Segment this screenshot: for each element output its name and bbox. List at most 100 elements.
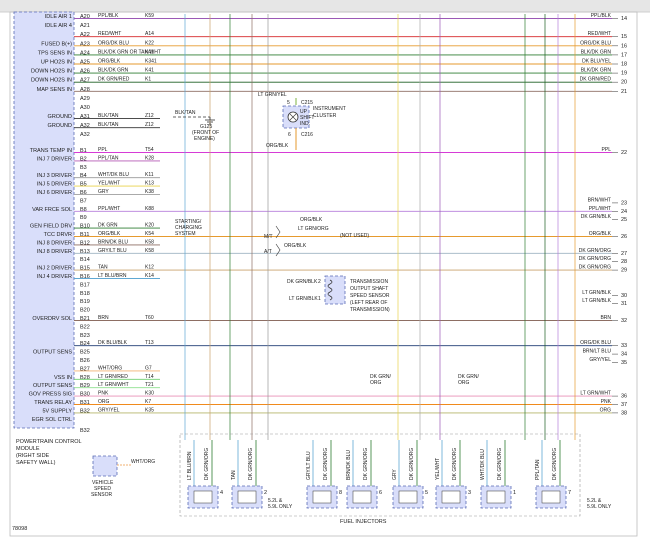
wire-end-color: LT GRN/BLK <box>582 290 611 296</box>
svg-text:(RIGHT SIDE: (RIGHT SIDE <box>16 453 50 459</box>
terminal-number: 14 <box>621 16 627 22</box>
wire-end-color: GRY/YEL <box>589 357 611 363</box>
wire-runs <box>74 14 612 440</box>
pcm-pin-number: B32 <box>80 408 90 414</box>
pcm-pin-function: TPS SENS IN <box>38 50 72 56</box>
wire-color-label: YEL/WHT <box>98 181 120 187</box>
injector-coil-icon <box>352 490 372 504</box>
pcm-pin-number: B19 <box>80 299 90 305</box>
terminal-number: 24 <box>621 209 627 215</box>
pcm-pin-number: B20 <box>80 308 90 314</box>
pcm-pin-number: B8 <box>80 207 87 213</box>
wire-end-color: DK GRN/ORG <box>579 248 611 254</box>
svg-text:5.9L ONLY: 5.9L ONLY <box>268 504 293 510</box>
pcm-pin-number: A21 <box>80 23 90 29</box>
circuit-id: K7 <box>145 399 151 405</box>
pcm-pin-function: INJ 4 DRIVER <box>37 274 72 280</box>
svg-text:CLUSTER: CLUSTER <box>313 113 337 119</box>
svg-text:5.2L &: 5.2L & <box>587 498 602 504</box>
svg-text:6: 6 <box>379 490 382 496</box>
circuit-id: K14 <box>145 273 154 279</box>
svg-text:DK GRN/ORG: DK GRN/ORG <box>323 448 329 480</box>
svg-text:YEL/WHT: YEL/WHT <box>435 458 441 480</box>
engine-size-notes: 5.2L & 5.9L ONLY 5.2L & 5.9L ONLY <box>268 498 612 510</box>
wire-end-color: DK GRN/RED <box>580 77 612 83</box>
svg-text:ORG/BLK: ORG/BLK <box>266 143 289 149</box>
wire-color-label: ORG/BLK <box>98 59 121 65</box>
svg-text:GRY: GRY <box>392 469 398 480</box>
svg-text:2: 2 <box>318 279 321 285</box>
terminal-number: 35 <box>621 360 627 366</box>
transmission-variants: M/T A/T ORG/BLK LT GRN/ORG (NOT USED) OR… <box>264 217 369 257</box>
svg-text:5.9L ONLY: 5.9L ONLY <box>587 504 612 510</box>
pcm-pin-number: B1 <box>80 148 87 154</box>
svg-text:WHT/ORG: WHT/ORG <box>131 459 155 465</box>
wire-end-color: PPL <box>602 147 612 153</box>
pcm-pin-function: INJ 6 DRIVER <box>37 190 72 196</box>
svg-text:DK GRN/ORG: DK GRN/ORG <box>248 448 254 480</box>
circuit-id: K41 <box>145 68 154 74</box>
pcm-pin-function: TCC DRVR <box>44 232 72 238</box>
svg-text:4: 4 <box>220 490 223 496</box>
injector-coil-icon <box>312 490 332 504</box>
wire-end-color: ORG/DK BLU <box>580 40 611 46</box>
svg-text:WHT/DK BLU: WHT/DK BLU <box>480 449 486 480</box>
trans-output-speed-sensor: DK GRN/BLK 2 LT GRN/BLK 1 TRANSMISSION O… <box>287 275 390 313</box>
wire-color-label: BLK/TAN <box>98 113 119 119</box>
terminal-number: 19 <box>621 71 627 77</box>
terminal-number: 25 <box>621 217 627 223</box>
pcm-pin-number: B9 <box>80 215 87 221</box>
wire-color-label: BRN/DK BLU <box>98 239 128 245</box>
wire-end-color: PPL/BLK <box>591 13 612 19</box>
pcm-pin-function: GEN FIELD DRV <box>30 224 72 230</box>
starting-charging-system: STARTING/ CHARGING SYSTEM <box>175 219 202 237</box>
pcm-terminal-a-last: A32 <box>80 132 90 138</box>
circuit-id: Z12 <box>145 122 154 128</box>
terminal-number: 36 <box>621 394 627 400</box>
svg-text:2: 2 <box>264 490 267 496</box>
circuit-id: Z12 <box>145 113 154 119</box>
pcm-pin-function: INJ 2 DRIVER <box>37 266 72 272</box>
circuit-id: G7 <box>145 365 152 371</box>
circuit-id: K58 <box>145 248 154 254</box>
pcm-pin-number: B17 <box>80 282 90 288</box>
injector-coil-icon <box>441 490 461 504</box>
wire-end-color: ORG/DK BLU <box>580 340 611 346</box>
wire-end-color: PNK <box>601 399 612 405</box>
svg-text:UP: UP <box>300 109 308 115</box>
injector-feed-labels: DK GRN/ ORG DK GRN/ ORG <box>370 374 479 386</box>
wire-color-label: DK GRN <box>98 223 118 229</box>
svg-text:DK GRN/BLK: DK GRN/BLK <box>287 279 318 285</box>
pcm-pin-number: A25 <box>80 60 90 66</box>
svg-text:POWERTRAIN CONTROL: POWERTRAIN CONTROL <box>16 439 82 445</box>
svg-text:(LEFT REAR OF: (LEFT REAR OF <box>350 300 387 306</box>
wire-end-color: ORG <box>600 407 612 413</box>
circuit-id: T54 <box>145 147 154 153</box>
svg-text:DK GRN/ORG: DK GRN/ORG <box>497 448 503 480</box>
wire-color-label: WHT/ORG <box>98 365 122 371</box>
pcm-pin-function: FUSED B(+) <box>41 41 72 47</box>
wire-color-label: TAN <box>98 265 108 271</box>
terminal-number: 18 <box>621 62 627 68</box>
terminal-number: 20 <box>621 80 627 86</box>
circuit-id: K11 <box>145 172 154 178</box>
pcm-pin-function: OUTPUT SENS <box>33 383 72 389</box>
pcm-pin-number: B28 <box>80 375 90 381</box>
svg-text:ORG/BLK: ORG/BLK <box>300 217 323 223</box>
svg-text:LT GRN/YEL: LT GRN/YEL <box>258 92 287 98</box>
terminal-number: 23 <box>621 200 627 206</box>
pcm-pin-number: B13 <box>80 249 90 255</box>
diagram-id: 78098 <box>12 526 27 532</box>
circuit-id: K88 <box>145 206 154 212</box>
svg-text:C216: C216 <box>301 132 313 138</box>
pcm-pin-number: B12 <box>80 240 90 246</box>
svg-text:DK GRN/: DK GRN/ <box>458 374 479 380</box>
svg-text:TRANSMISSION): TRANSMISSION) <box>350 307 390 313</box>
svg-text:INSTRUMENT: INSTRUMENT <box>313 106 346 112</box>
wire-end-color: DK GRN/BLK <box>581 214 612 220</box>
